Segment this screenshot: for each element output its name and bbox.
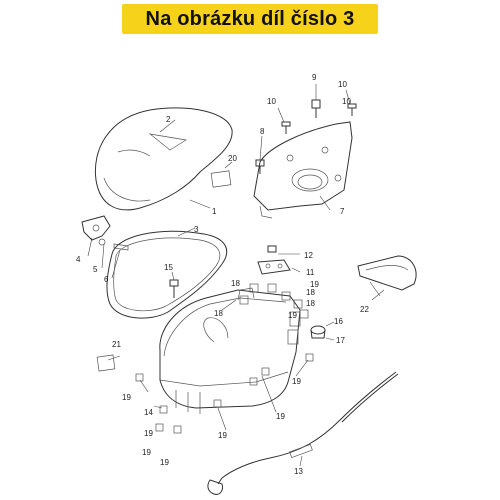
callout-19: 19 xyxy=(288,311,297,320)
callout-6: 6 xyxy=(104,275,109,284)
bolt-part-9 xyxy=(311,84,321,118)
callout-18: 18 xyxy=(306,299,315,308)
clips-part-19 xyxy=(135,353,314,434)
gasket-part-3 xyxy=(106,230,227,319)
cable-part-13 xyxy=(207,371,399,495)
callout-18: 18 xyxy=(306,288,315,297)
callout-21: 21 xyxy=(112,340,121,349)
bolt-part-10a xyxy=(277,107,291,134)
bolt-part-8 xyxy=(255,135,265,174)
callout-13: 13 xyxy=(294,467,303,476)
seat-part xyxy=(94,107,233,211)
callout-labels: 9 10 10 10 8 2 20 1 7 3 4 5 6 12 11 15 1… xyxy=(76,73,369,476)
seat-hinge xyxy=(81,215,129,251)
page-title: Na obrázku díl číslo 3 xyxy=(145,7,355,30)
callout-10: 10 xyxy=(338,80,347,89)
callout-19: 19 xyxy=(292,377,301,386)
bolt-part-10b xyxy=(345,89,357,116)
callout-8: 8 xyxy=(260,127,265,136)
callout-1: 1 xyxy=(212,207,217,216)
title-banner: Na obrázku díl číslo 3 xyxy=(122,4,378,34)
sticker-part-20 xyxy=(210,161,233,188)
callout-18: 18 xyxy=(214,309,223,318)
callout-9: 9 xyxy=(312,73,317,82)
callout-15: 15 xyxy=(164,263,173,272)
callout-10: 10 xyxy=(267,97,276,106)
leader-lines xyxy=(87,119,381,431)
grommet-part-16 xyxy=(310,321,335,341)
callout-22: 22 xyxy=(360,305,369,314)
callout-20: 20 xyxy=(228,154,237,163)
callout-17: 17 xyxy=(336,336,345,345)
clips-part-18 xyxy=(239,283,309,319)
pad-part-22 xyxy=(357,255,417,301)
callout-16: 16 xyxy=(334,317,343,326)
helmet-box xyxy=(159,287,301,414)
bracket-part-7 xyxy=(253,121,353,219)
bolt-part-15 xyxy=(169,271,179,298)
callout-3: 3 xyxy=(194,225,199,234)
callout-19: 19 xyxy=(142,448,151,457)
callout-2: 2 xyxy=(166,115,171,124)
callout-19: 19 xyxy=(310,280,319,289)
callout-11: 11 xyxy=(306,268,315,277)
callout-19: 19 xyxy=(276,412,285,421)
callout-10: 10 xyxy=(342,97,351,106)
bolts-top xyxy=(255,84,357,174)
callout-5: 5 xyxy=(93,265,98,274)
callout-12: 12 xyxy=(304,251,313,260)
callout-14: 14 xyxy=(144,408,153,417)
latch-part-11 xyxy=(257,245,301,275)
callout-19: 19 xyxy=(144,429,153,438)
callout-7: 7 xyxy=(340,207,345,216)
callout-19: 19 xyxy=(122,393,131,402)
callout-18: 18 xyxy=(231,279,240,288)
callout-19: 19 xyxy=(160,458,169,467)
sticker-part-21 xyxy=(96,354,116,372)
callout-4: 4 xyxy=(76,255,81,264)
callout-19: 19 xyxy=(218,431,227,440)
